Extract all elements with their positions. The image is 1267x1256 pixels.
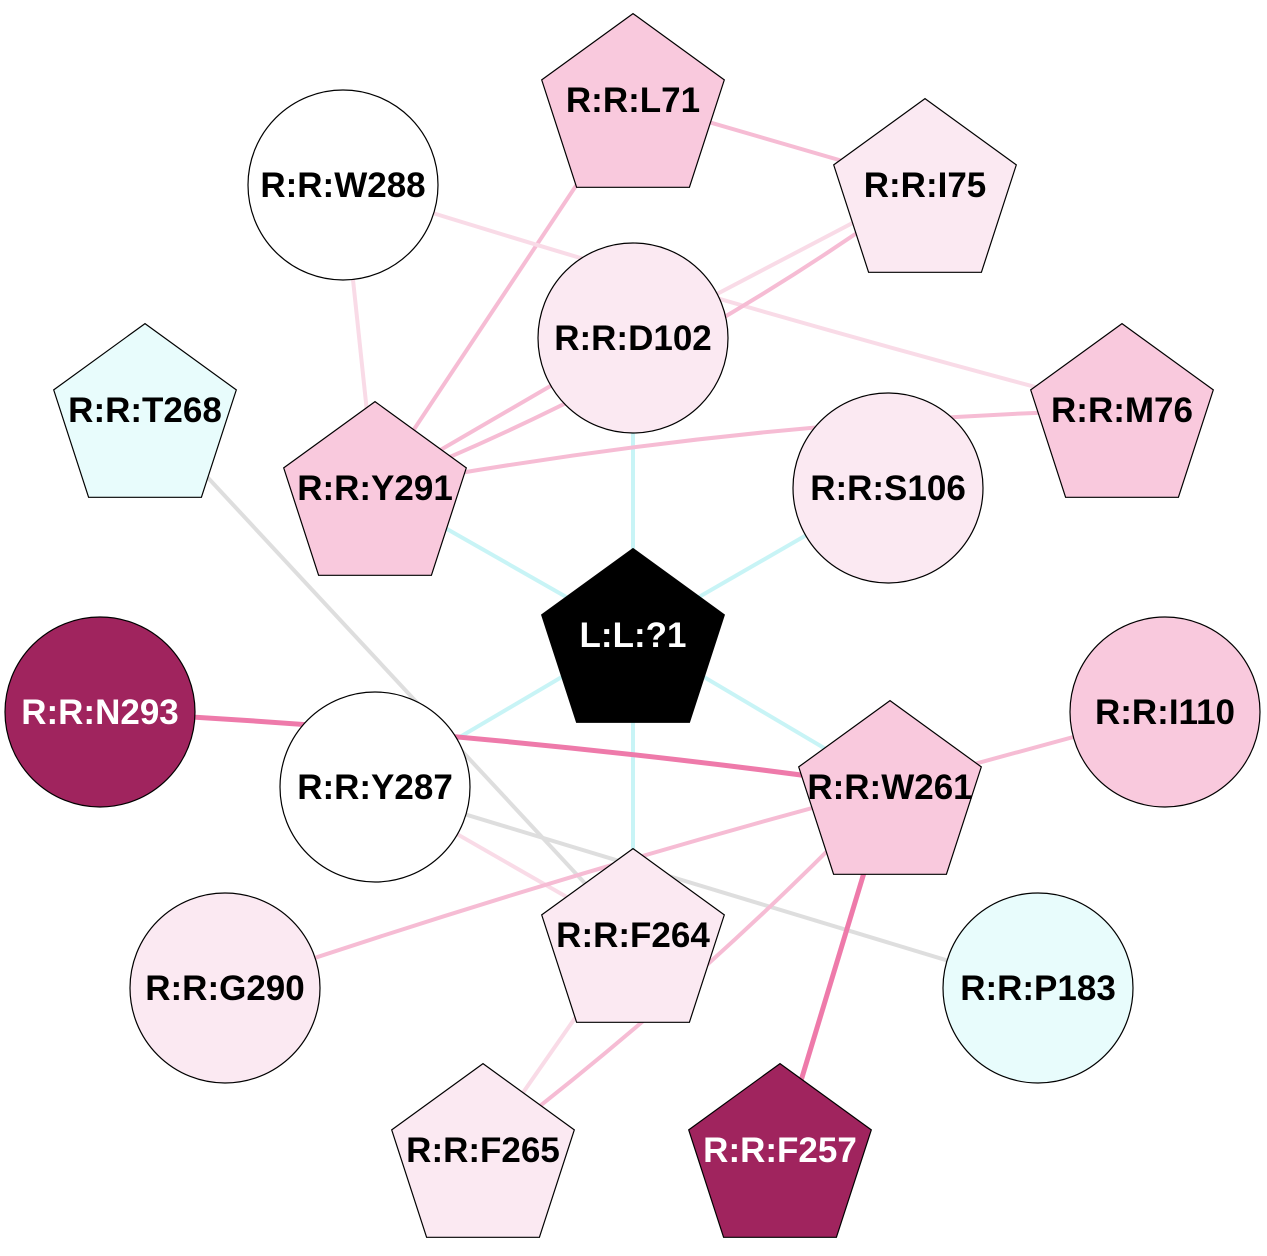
node-w261: R:R:W261 (797, 699, 983, 875)
node-i110: R:R:I110 (1069, 616, 1261, 808)
node-label: R:R:M76 (1051, 391, 1193, 430)
pentagon-node-shape (797, 699, 983, 875)
node-w288: R:R:W288 (247, 89, 439, 281)
node-f257: R:R:F257 (687, 1062, 873, 1238)
circle-node-shape (1069, 616, 1261, 808)
pentagon-node-shape (390, 1062, 576, 1238)
node-label: R:R:L71 (566, 81, 700, 120)
node-label: R:R:G290 (145, 969, 304, 1008)
node-label: R:R:T268 (68, 391, 222, 430)
node-f265: R:R:F265 (390, 1062, 576, 1238)
circle-node-shape (247, 89, 439, 281)
node-label: L:L:?1 (580, 616, 687, 655)
edge-w288-m76 (342, 183, 1123, 412)
node-y291: R:R:Y291 (282, 400, 468, 576)
node-y287: R:R:Y287 (279, 691, 471, 883)
circle-node-shape (4, 616, 196, 808)
circle-node-shape (537, 242, 729, 434)
node-s106: R:R:S106 (792, 392, 984, 584)
node-label: R:R:W261 (807, 768, 972, 807)
node-p183: R:R:P183 (942, 892, 1134, 1084)
edge-n293-w261 (99, 709, 891, 790)
pentagon-node-shape (687, 1062, 873, 1238)
node-label: R:R:D102 (554, 319, 712, 358)
node-label: R:R:I75 (864, 166, 987, 205)
edge-y287-p183 (374, 785, 1039, 990)
node-label: R:R:P183 (960, 969, 1116, 1008)
node-i75: R:R:I75 (832, 97, 1018, 273)
node-d102: R:R:D102 (537, 242, 729, 434)
circle-node-shape (942, 892, 1134, 1084)
circle-node-shape (279, 691, 471, 883)
edge-t268-f264 (143, 408, 635, 937)
node-n293: R:R:N293 (4, 616, 196, 808)
node-lig: L:L:?1 (540, 547, 726, 723)
node-label: R:R:F257 (703, 1131, 857, 1170)
node-g290: R:R:G290 (129, 892, 321, 1084)
pentagon-node-shape (282, 400, 468, 576)
node-m76: R:R:M76 (1029, 322, 1215, 498)
node-label: R:R:S106 (810, 469, 966, 508)
pentagon-node-shape (540, 847, 726, 1023)
node-l71: R:R:L71 (540, 12, 726, 188)
node-label: R:R:Y291 (297, 469, 453, 508)
node-f264: R:R:F264 (540, 847, 726, 1023)
pentagon-node-shape (540, 12, 726, 188)
edge-w261-g290 (224, 785, 891, 990)
circle-node-shape (792, 392, 984, 584)
circle-node-shape (129, 892, 321, 1084)
node-label: R:R:F265 (406, 1131, 560, 1170)
node-label: R:R:Y287 (297, 768, 453, 807)
edge-m76-y291 (374, 408, 1123, 490)
node-label: R:R:N293 (21, 693, 179, 732)
pentagon-node-shape (52, 322, 238, 498)
node-t268: R:R:T268 (52, 322, 238, 498)
node-label: R:R:I110 (1095, 693, 1235, 732)
pentagon-node-shape (1029, 322, 1215, 498)
pentagon-node-shape (832, 97, 1018, 273)
pentagon-node-shape (540, 547, 726, 723)
node-label: R:R:F264 (556, 916, 710, 955)
node-label: R:R:W288 (260, 166, 425, 205)
